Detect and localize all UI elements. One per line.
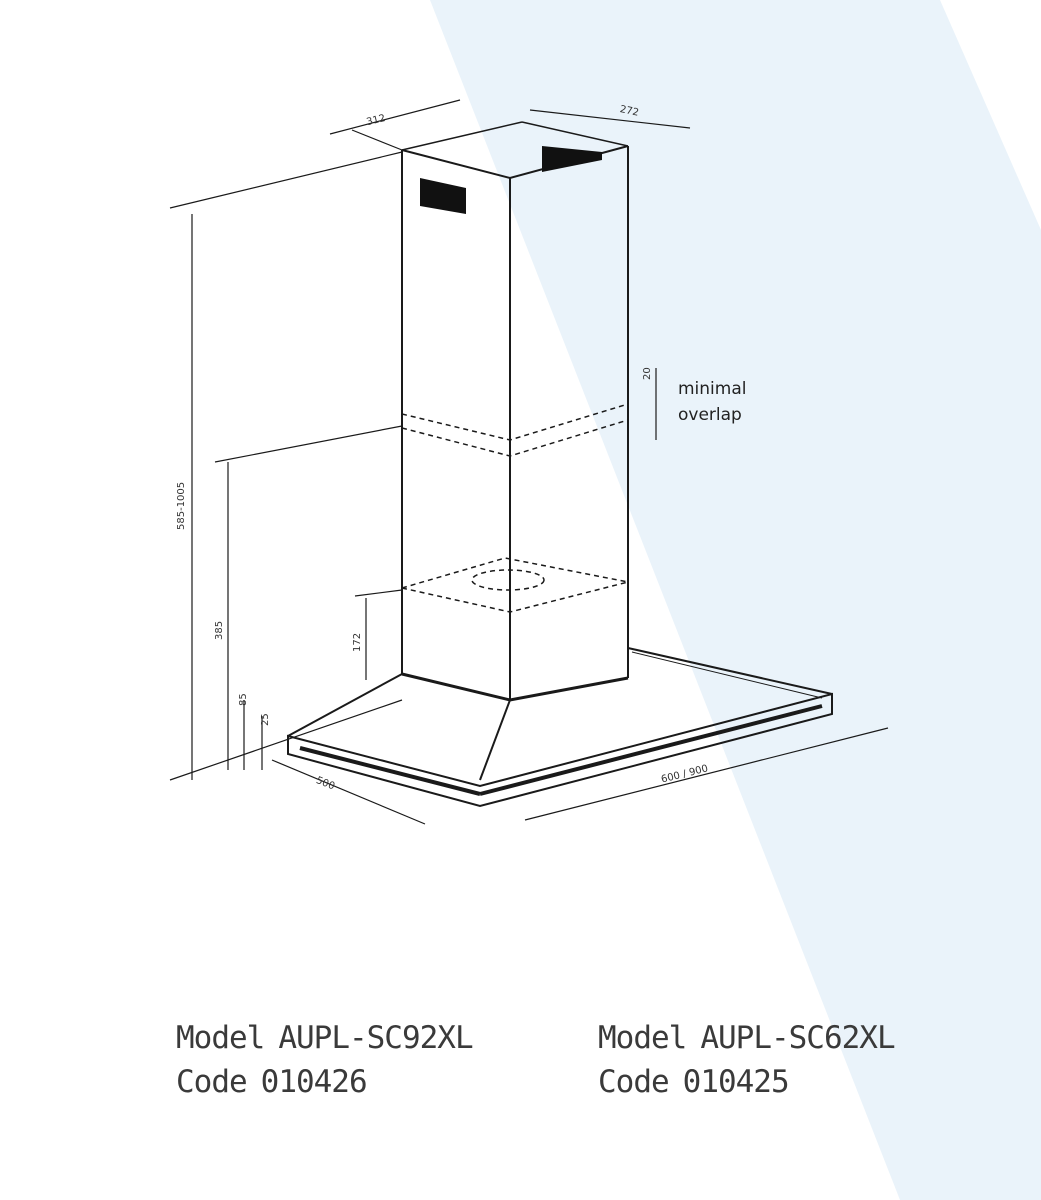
dim-canopy-height: 85 <box>238 693 249 706</box>
vent-right-shape <box>542 146 602 172</box>
code-label: Code <box>176 1064 248 1100</box>
overlap-note-line2: overlap <box>678 405 742 425</box>
code-value: 010426 <box>260 1064 368 1100</box>
hood-outline <box>287 121 833 808</box>
dim-hood-depth: 500 <box>314 775 336 792</box>
dim-chimney-depth: 272 <box>619 104 640 119</box>
dim-overlap-value: 20 <box>642 367 653 380</box>
code-value: 010425 <box>682 1064 790 1100</box>
overlap-dashed-lines <box>401 403 629 700</box>
dim-chimney-width: 312 <box>365 113 386 128</box>
model-info-sc92xl: Model AUPL-SC92XL Code 010426 <box>176 1016 474 1104</box>
model-label: Model <box>176 1020 265 1056</box>
overlap-note-line1: minimal <box>678 379 746 399</box>
model-value: AUPL-SC92XL <box>278 1020 473 1056</box>
dim-lower-height: 385 <box>214 621 225 640</box>
dimension-lines <box>169 99 889 825</box>
model-info-sc62xl: Model AUPL-SC62XL Code 010425 <box>598 1016 896 1104</box>
dim-hood-width: 600 / 900 <box>660 763 709 785</box>
dim-total-height: 585-1005 <box>176 482 187 530</box>
model-value: AUPL-SC62XL <box>700 1020 895 1056</box>
model-label: Model <box>598 1020 687 1056</box>
code-label: Code <box>598 1064 670 1100</box>
vent-left-shape <box>420 178 466 214</box>
dim-edge-height: 25 <box>260 713 271 726</box>
dim-box-height: 172 <box>352 633 363 652</box>
